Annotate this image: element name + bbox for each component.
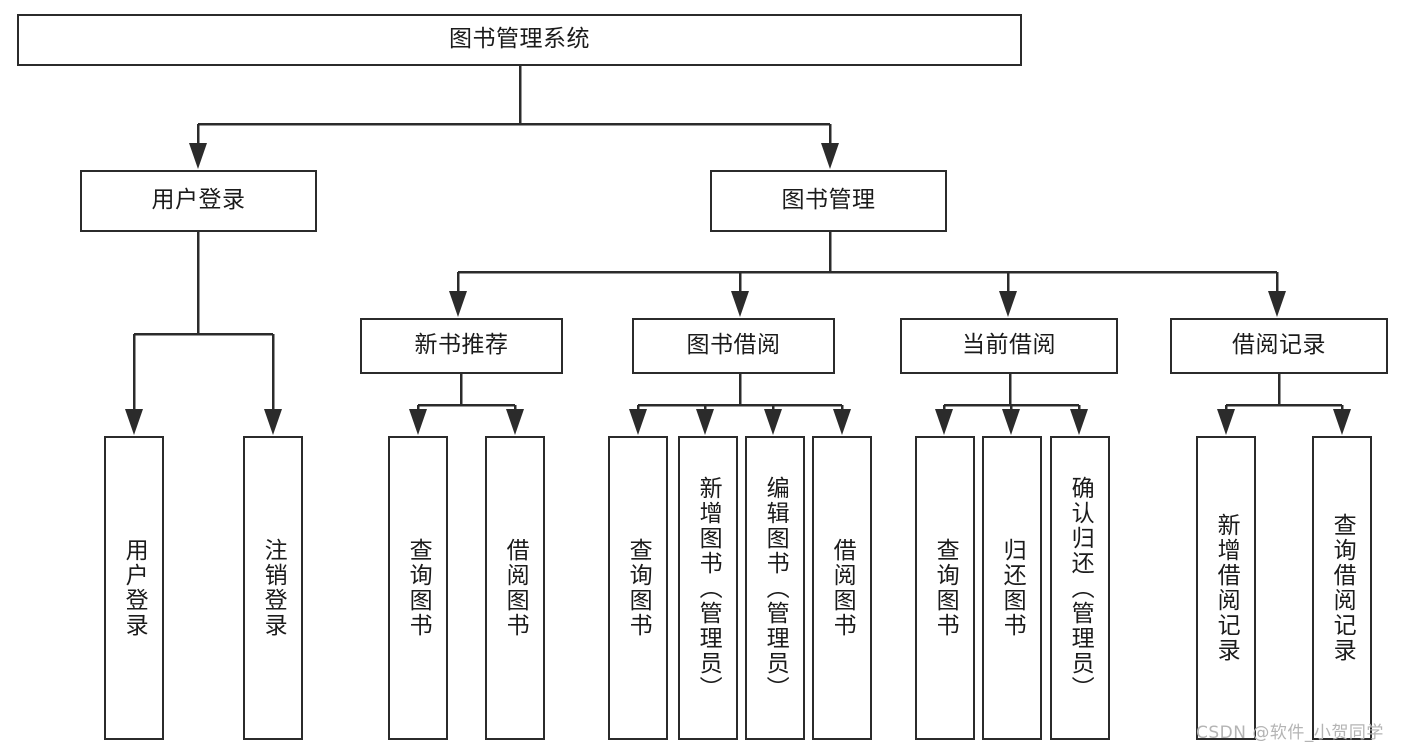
node-leaf-logout[interactable]: 注销登录 bbox=[243, 436, 303, 740]
node-root-node[interactable]: 图书管理系统 bbox=[17, 14, 1022, 66]
node-leaf-edit-book-admin[interactable]: 编辑图书（管理员） bbox=[745, 436, 805, 740]
node-label: 当前借阅 bbox=[962, 332, 1056, 359]
node-leaf-confirm-return-admin[interactable]: 确认归还（管理员） bbox=[1050, 436, 1110, 740]
node-label: 注销登录 bbox=[260, 538, 287, 638]
node-borrow-records[interactable]: 借阅记录 bbox=[1170, 318, 1388, 374]
node-leaf-user-login[interactable]: 用户登录 bbox=[104, 436, 164, 740]
node-label: 图书借阅 bbox=[686, 332, 781, 359]
node-label: 归还图书 bbox=[999, 538, 1026, 638]
node-label: 确认归还（管理员） bbox=[1067, 475, 1094, 701]
node-leaf-add-borrow-record[interactable]: 新增借阅记录 bbox=[1196, 436, 1256, 740]
node-leaf-query-borrow-record[interactable]: 查询借阅记录 bbox=[1312, 436, 1372, 740]
node-label: 用户登录 bbox=[121, 538, 148, 638]
node-label: 图书管理 bbox=[781, 187, 876, 214]
node-book-borrow[interactable]: 图书借阅 bbox=[632, 318, 835, 374]
node-label: 借阅记录 bbox=[1232, 332, 1326, 359]
node-leaf-add-book-admin[interactable]: 新增图书（管理员） bbox=[678, 436, 738, 740]
node-leaf-query-book-cur[interactable]: 查询图书 bbox=[915, 436, 975, 740]
node-label: 新书推荐 bbox=[414, 332, 509, 359]
node-label: 借阅图书 bbox=[829, 538, 856, 638]
node-label: 查询借阅记录 bbox=[1329, 513, 1356, 663]
node-user-login[interactable]: 用户登录 bbox=[80, 170, 317, 232]
node-leaf-query-book-rec[interactable]: 查询图书 bbox=[388, 436, 448, 740]
node-book-management[interactable]: 图书管理 bbox=[710, 170, 947, 232]
node-label: 查询图书 bbox=[625, 538, 652, 638]
node-label: 编辑图书（管理员） bbox=[762, 475, 789, 701]
node-leaf-borrow-book[interactable]: 借阅图书 bbox=[812, 436, 872, 740]
node-label: 图书管理系统 bbox=[449, 26, 590, 53]
node-label: 新增图书（管理员） bbox=[695, 475, 722, 701]
node-current-borrow[interactable]: 当前借阅 bbox=[900, 318, 1118, 374]
node-label: 查询图书 bbox=[405, 538, 432, 638]
node-new-book-recommend[interactable]: 新书推荐 bbox=[360, 318, 563, 374]
node-leaf-borrow-book-rec[interactable]: 借阅图书 bbox=[485, 436, 545, 740]
node-label: 借阅图书 bbox=[502, 538, 529, 638]
node-label: 新增借阅记录 bbox=[1213, 513, 1240, 663]
node-label: 查询图书 bbox=[932, 538, 959, 638]
node-leaf-return-book[interactable]: 归还图书 bbox=[982, 436, 1042, 740]
node-leaf-query-book[interactable]: 查询图书 bbox=[608, 436, 668, 740]
node-label: 用户登录 bbox=[151, 187, 246, 214]
